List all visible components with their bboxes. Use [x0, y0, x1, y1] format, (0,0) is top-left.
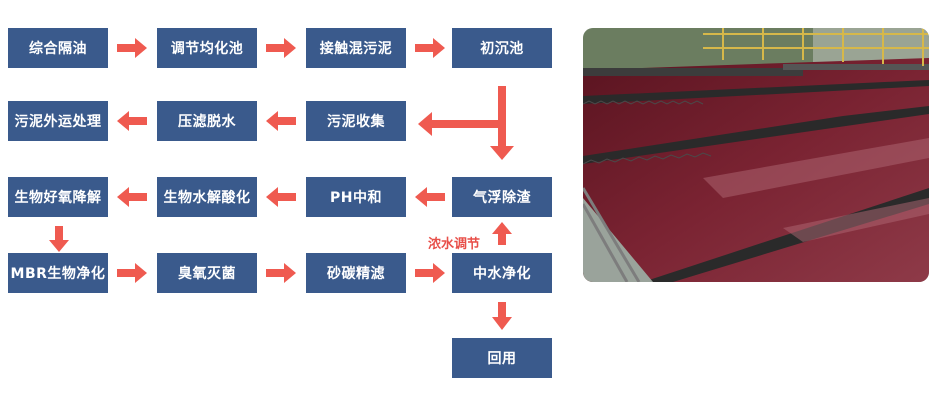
arrow-n3-n4: [415, 38, 445, 58]
branch-vertical-line: [498, 86, 506, 148]
node-ph-neutralization: PH中和: [306, 177, 406, 217]
node-primary-sedimentation: 初沉池: [452, 28, 552, 68]
edge-label-concentrate-adjust: 浓水调节: [428, 237, 481, 252]
branch-horizontal-line: [430, 120, 506, 128]
arrow-n15-n16: [492, 302, 512, 330]
arrow-n14-n15: [415, 263, 445, 283]
node-reuse: 回用: [452, 338, 552, 378]
node-sludge-collection: 污泥收集: [306, 101, 406, 141]
arrow-n6-n5: [117, 111, 147, 131]
node-reclaimed-water: 中水净化: [452, 253, 552, 293]
branch-down-arrowhead: [490, 146, 514, 160]
node-mbr-purification: MBR生物净化: [8, 253, 108, 293]
sedimentation-tank-photo: [583, 28, 929, 282]
arrow-n9-n8: [117, 187, 147, 207]
arrow-n11-n10: [415, 187, 445, 207]
node-contact-sludge-mixing: 接触混污泥: [306, 28, 406, 68]
node-ozone-sterilization: 臭氧灭菌: [157, 253, 257, 293]
arrow-n8-n12: [49, 226, 69, 252]
branch-left-arrowhead: [418, 112, 432, 136]
node-aerobic-degradation: 生物好氧降解: [8, 177, 108, 217]
arrow-n2-n3: [266, 38, 296, 58]
node-air-flotation: 气浮除渣: [452, 177, 552, 217]
node-hydrolysis-acidification: 生物水解酸化: [157, 177, 257, 217]
node-sand-carbon-filtration: 砂碳精滤: [306, 253, 406, 293]
arrow-n12-n13: [117, 263, 147, 283]
node-combined-oil-separation: 综合隔油: [8, 28, 108, 68]
node-sludge-disposal: 污泥外运处理: [8, 101, 108, 141]
arrow-n1-n2: [117, 38, 147, 58]
arrow-n10-n9: [266, 187, 296, 207]
arrow-n7-n6: [266, 111, 296, 131]
arrow-n13-n14: [266, 263, 296, 283]
node-filter-press-dewatering: 压滤脱水: [157, 101, 257, 141]
arrow-n15-n11: [492, 222, 512, 245]
node-equalization-tank: 调节均化池: [157, 28, 257, 68]
